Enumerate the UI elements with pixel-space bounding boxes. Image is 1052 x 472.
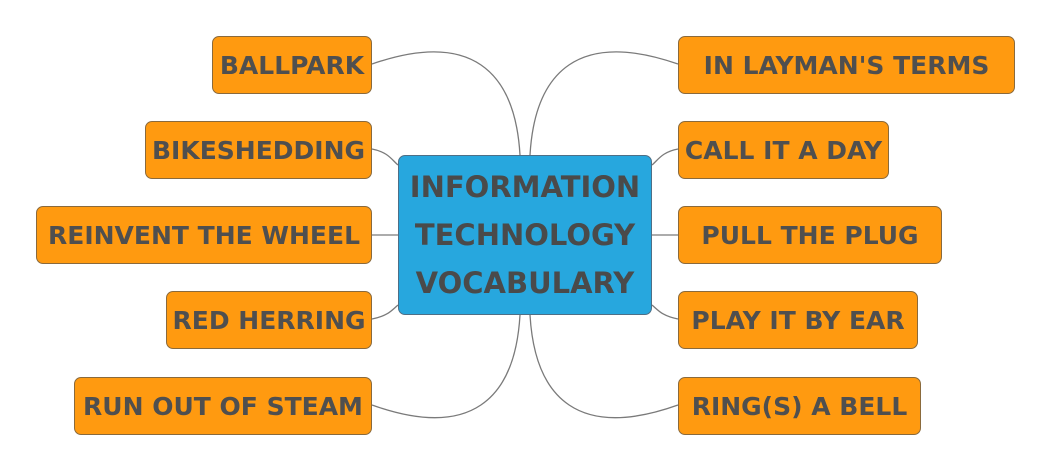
topic-label: REINVENT THE WHEEL	[48, 220, 360, 250]
connector-right-1	[529, 51, 679, 156]
topic-label: CALL IT A DAY	[684, 135, 883, 165]
central-topic-label: INFORMATION TECHNOLOGY VOCABULARY	[409, 170, 641, 300]
connector-right-4	[651, 304, 679, 320]
topic-in-laymans-terms[interactable]: IN LAYMAN'S TERMS	[678, 36, 1015, 94]
central-topic[interactable]: INFORMATION TECHNOLOGY VOCABULARY	[398, 155, 652, 315]
topic-label: BALLPARK	[219, 50, 365, 80]
connector-left-1	[371, 51, 521, 156]
topic-play-it-by-ear[interactable]: PLAY IT BY EAR	[678, 291, 918, 349]
topic-red-herring[interactable]: RED HERRING	[166, 291, 372, 349]
topic-label: RED HERRING	[172, 305, 366, 335]
connector-left-5	[371, 314, 521, 419]
topic-bikeshedding[interactable]: BIKESHEDDING	[145, 121, 372, 179]
topic-rings-a-bell[interactable]: RING(S) A BELL	[678, 377, 921, 435]
topic-pull-the-plug[interactable]: PULL THE PLUG	[678, 206, 942, 264]
connector-right-2	[651, 148, 679, 166]
topic-label: IN LAYMAN'S TERMS	[703, 50, 990, 80]
connector-left-4	[371, 304, 399, 320]
topic-reinvent-the-wheel[interactable]: REINVENT THE WHEEL	[36, 206, 372, 264]
connector-left-2	[371, 148, 399, 166]
topic-ballpark[interactable]: BALLPARK	[212, 36, 372, 94]
topic-label: RUN OUT OF STEAM	[83, 391, 363, 421]
topic-run-out-of-steam[interactable]: RUN OUT OF STEAM	[74, 377, 372, 435]
topic-label: BIKESHEDDING	[151, 135, 366, 165]
topic-call-it-a-day[interactable]: CALL IT A DAY	[678, 121, 889, 179]
topic-label: PULL THE PLUG	[701, 220, 919, 250]
topic-label: RING(S) A BELL	[691, 391, 908, 421]
connector-right-5	[529, 314, 679, 419]
topic-label: PLAY IT BY EAR	[691, 305, 905, 335]
